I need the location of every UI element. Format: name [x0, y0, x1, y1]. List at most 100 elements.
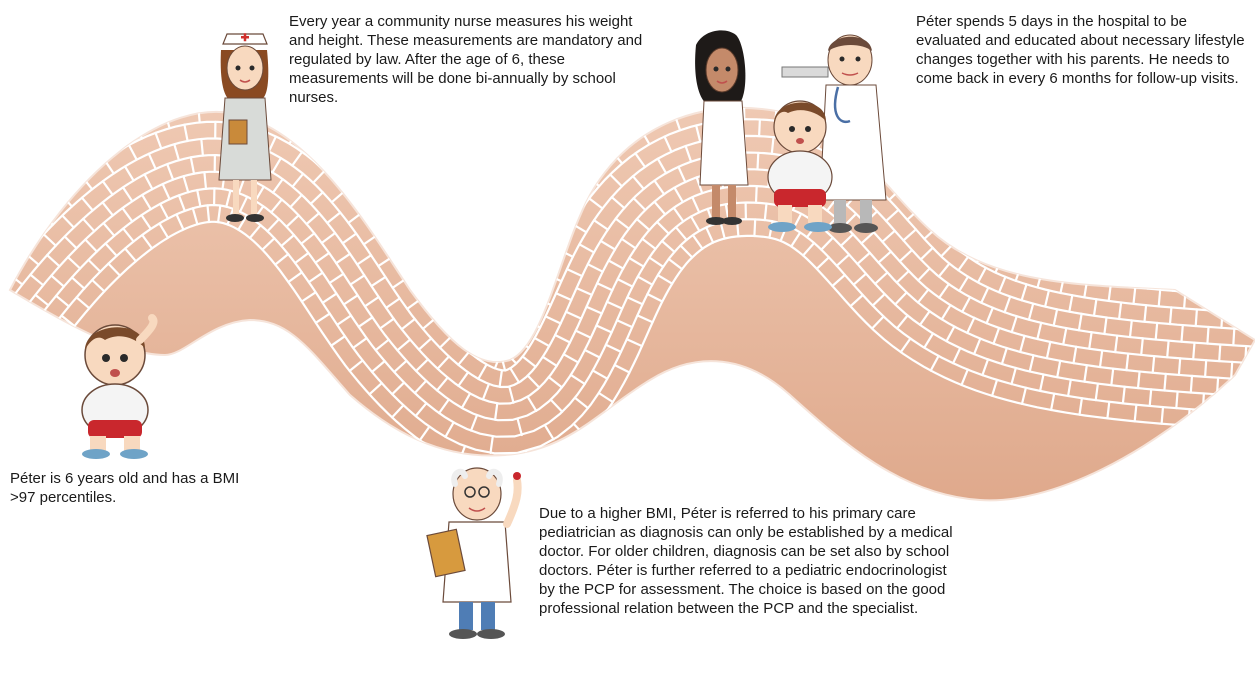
- mortar-joint: [1176, 392, 1177, 409]
- mortar-joint: [1231, 362, 1232, 379]
- mortar-joint: [945, 225, 957, 237]
- mortar-joint: [427, 240, 441, 249]
- mortar-joint: [156, 80, 161, 96]
- mortar-joint: [1193, 343, 1194, 360]
- mortar-joint: [1148, 272, 1150, 289]
- mortar-joint: [121, 93, 128, 108]
- mortar-joint: [587, 175, 600, 186]
- mortar-joint: [563, 178, 576, 188]
- mortar-joint: [454, 277, 467, 287]
- mortar-joint: [1, 232, 14, 243]
- mortar-joint: [20, 315, 33, 325]
- mortar-joint: [497, 318, 507, 332]
- mortar-joint: [587, 151, 599, 163]
- mortar-joint: [1159, 290, 1161, 307]
- mortar-joint: [506, 322, 521, 330]
- mortar-joint: [91, 109, 100, 123]
- mortar-joint: [399, 259, 413, 268]
- mortar-joint: [63, 127, 73, 140]
- mortar-joint: [60, 172, 71, 185]
- mortar-joint: [960, 238, 971, 251]
- mortar-joint: [1075, 263, 1078, 279]
- mortar-joint: [493, 322, 497, 338]
- mortar-joint: [335, 169, 347, 181]
- mortar-joint: [1207, 327, 1208, 344]
- mortar-joint: [359, 146, 371, 158]
- mortar-joint: [391, 216, 405, 225]
- mortar-joint: [5, 253, 18, 264]
- mortar-joint: [516, 261, 531, 268]
- mortar-joint: [1188, 409, 1189, 426]
- mortar-joint: [0, 295, 7, 305]
- mortar-joint: [544, 207, 558, 216]
- mortar-joint: [397, 195, 411, 205]
- mortar-joint: [507, 322, 513, 338]
- mortar-joint: [1123, 269, 1125, 286]
- mortar-joint: [335, 123, 346, 136]
- mortar-joint: [487, 321, 501, 330]
- mortar-joint: [468, 294, 480, 305]
- mortar-joint: [496, 305, 511, 313]
- mortar-joint: [444, 316, 456, 327]
- mortar-joint: [1198, 276, 1199, 293]
- mortar-joint: [1156, 323, 1158, 340]
- mortar-joint: [420, 260, 434, 269]
- mortar-joint: [47, 335, 60, 345]
- mortar-joint: [913, 165, 925, 177]
- mortar-joint: [448, 297, 461, 308]
- mortar-joint: [464, 313, 476, 325]
- mortar-joint: [1203, 394, 1204, 411]
- mortar-joint: [289, 129, 298, 143]
- mortar-joint: [651, 106, 658, 121]
- mortar-joint: [1245, 346, 1246, 363]
- mortar-joint: [0, 189, 7, 200]
- mortar-joint: [1233, 329, 1234, 346]
- mortar-joint: [312, 125, 322, 139]
- child-figure-icon: [60, 310, 170, 460]
- mortar-joint: [1219, 345, 1220, 362]
- road-surface: [10, 108, 1255, 500]
- mortar-joint: [526, 280, 541, 287]
- mortar-joint: [1170, 307, 1171, 324]
- mortar-joint: [441, 261, 455, 271]
- mortar-joint: [336, 146, 347, 158]
- mortar-joint: [1167, 341, 1168, 358]
- mortar-joint: [113, 116, 121, 131]
- caption-pediatrician: Due to a higher BMI, Péter is referred t…: [539, 504, 954, 618]
- mortar-joint: [385, 237, 399, 246]
- mortar-joint: [1210, 294, 1211, 311]
- mortar-joint: [495, 335, 503, 350]
- mortar-joint: [375, 193, 388, 203]
- mortar-joint: [493, 340, 502, 354]
- mortar-joint: [1247, 313, 1248, 330]
- mortar-joint: [1099, 266, 1101, 282]
- mortar-joint: [515, 339, 529, 348]
- mortar-joint: [964, 220, 976, 232]
- mortar-joint: [1243, 379, 1244, 396]
- mortar-joint: [478, 345, 488, 359]
- mortar-joint: [460, 332, 471, 344]
- mortar-joint: [978, 230, 988, 244]
- mortar-joint: [38, 169, 49, 181]
- mortar-joint: [504, 337, 506, 354]
- mortar-joint: [17, 190, 29, 202]
- mortar-joint: [505, 284, 520, 291]
- mortar-joint: [16, 167, 28, 179]
- mortar-joint: [39, 191, 51, 203]
- mortar-joint: [357, 170, 370, 181]
- mortar-joint: [932, 187, 945, 198]
- hospital-team-figure-icon: [690, 25, 915, 255]
- mortar-joint: [314, 148, 325, 161]
- mortar-joint: [1153, 356, 1155, 373]
- mortar-joint: [370, 214, 384, 224]
- mortar-joint: [0, 211, 10, 222]
- mortar-joint: [19, 211, 31, 222]
- mortar-joint: [1053, 258, 1057, 274]
- mortar-joint: [0, 274, 1, 284]
- mortar-joint: [949, 205, 961, 216]
- mortar-joint: [1224, 278, 1225, 295]
- mortar-joint: [379, 171, 392, 181]
- mortar-joint: [1179, 358, 1180, 375]
- mortar-joint: [1235, 295, 1236, 312]
